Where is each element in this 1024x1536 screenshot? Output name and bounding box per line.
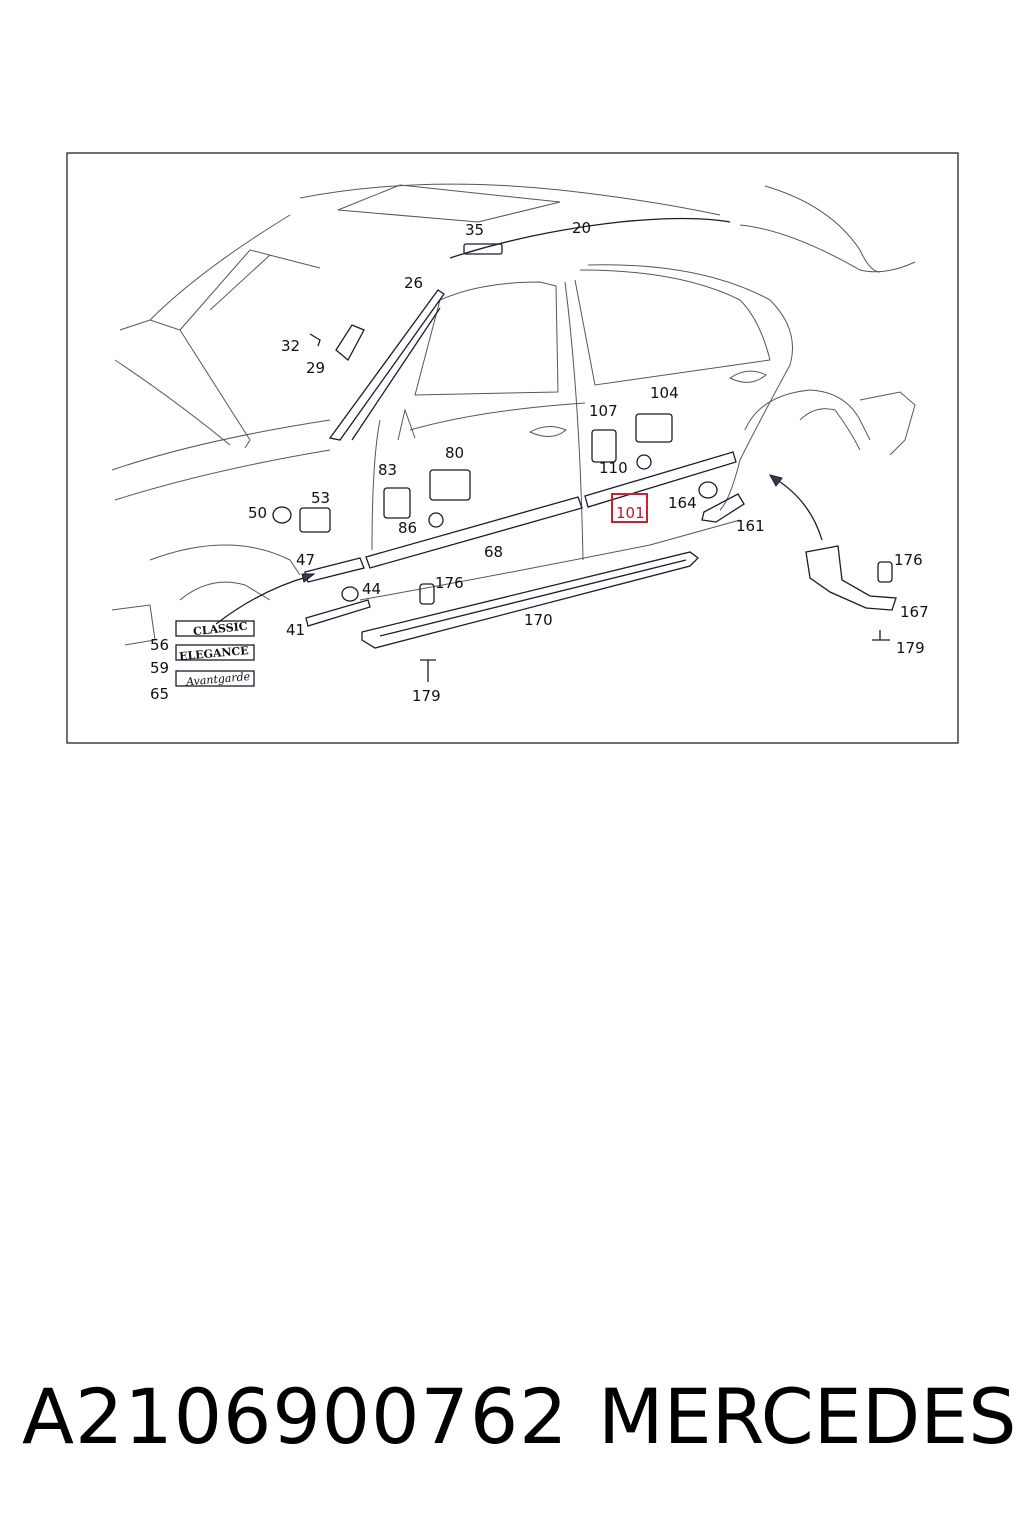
car-outline bbox=[111, 183, 916, 646]
badge-avantgarde-text: Avantgarde bbox=[185, 670, 252, 689]
strip-41-part bbox=[305, 599, 371, 627]
callout-86[interactable]: 86 bbox=[398, 519, 417, 537]
badge-elegance-plate bbox=[175, 644, 255, 661]
callout-59[interactable]: 59 bbox=[150, 659, 169, 677]
clip-44-part bbox=[341, 586, 359, 602]
callout-110[interactable]: 110 bbox=[599, 459, 628, 477]
arrow-to-161 bbox=[773, 477, 823, 541]
brand-name: MERCEDES bbox=[598, 1372, 1017, 1461]
clip-104-part bbox=[635, 413, 673, 443]
clip-176-left-part bbox=[419, 583, 435, 605]
clip-164-part bbox=[698, 481, 718, 499]
callout-161[interactable]: 161 bbox=[736, 517, 765, 535]
callout-32[interactable]: 32 bbox=[281, 337, 300, 355]
clip-80-part bbox=[429, 469, 471, 501]
badge-classic-plate bbox=[175, 620, 255, 637]
callout-164[interactable]: 164 bbox=[668, 494, 697, 512]
callout-80[interactable]: 80 bbox=[445, 444, 464, 462]
callout-170[interactable]: 170 bbox=[524, 611, 553, 629]
diagram-frame bbox=[66, 152, 959, 744]
callout-68[interactable]: 68 bbox=[484, 543, 503, 561]
callout-20[interactable]: 20 bbox=[572, 219, 591, 237]
end-piece-161-part bbox=[701, 493, 745, 523]
sill-panel-part bbox=[361, 551, 699, 649]
arrowhead-47 bbox=[301, 573, 316, 583]
callout-50[interactable]: 50 bbox=[248, 504, 267, 522]
clip-176-right-part bbox=[877, 561, 893, 583]
badge-elegance-text: ELEGANCE bbox=[179, 644, 250, 663]
arrowhead-161 bbox=[769, 474, 783, 487]
clip-29-part bbox=[335, 324, 365, 362]
front-door-moulding-part bbox=[365, 496, 583, 569]
badge-classic-text: CLASSIC bbox=[192, 620, 248, 639]
screw-86-part bbox=[428, 512, 444, 528]
callout-26[interactable]: 26 bbox=[404, 274, 423, 292]
clip-50-part bbox=[272, 506, 292, 524]
callout-29[interactable]: 29 bbox=[306, 359, 325, 377]
bracket-167-part bbox=[805, 545, 897, 611]
screw-110-part bbox=[636, 454, 652, 470]
callout-107[interactable]: 107 bbox=[589, 402, 618, 420]
callout-176-right[interactable]: 176 bbox=[894, 551, 923, 569]
callout-41[interactable]: 41 bbox=[286, 621, 305, 639]
callout-179-right[interactable]: 179 bbox=[896, 639, 925, 657]
screw-32-part bbox=[309, 333, 321, 347]
callout-35[interactable]: 35 bbox=[465, 221, 484, 239]
callout-179-left[interactable]: 179 bbox=[412, 687, 441, 705]
callout-101-highlighted[interactable]: 101 bbox=[616, 504, 645, 522]
badge-avantgarde-plate bbox=[175, 670, 255, 687]
callout-65[interactable]: 65 bbox=[150, 685, 169, 703]
callout-83[interactable]: 83 bbox=[378, 461, 397, 479]
sill-panel-inner bbox=[379, 559, 687, 637]
callout-167[interactable]: 167 bbox=[900, 603, 929, 621]
callout-56[interactable]: 56 bbox=[150, 636, 169, 654]
callout-47[interactable]: 47 bbox=[296, 551, 315, 569]
bolt-179-left-part bbox=[420, 659, 436, 682]
callout-44[interactable]: 44 bbox=[362, 580, 381, 598]
rear-door-moulding-part bbox=[584, 451, 737, 508]
roof-moulding-part bbox=[449, 217, 731, 259]
arrow-to-47 bbox=[215, 575, 311, 625]
callout-176-left[interactable]: 176 bbox=[435, 574, 464, 592]
clip-83-part bbox=[383, 487, 411, 519]
clip-53-part bbox=[299, 507, 331, 533]
callout-53[interactable]: 53 bbox=[311, 489, 330, 507]
highlight-box-101 bbox=[611, 493, 648, 523]
a-pillar-moulding-part bbox=[328, 289, 445, 441]
clip-107-part bbox=[591, 429, 617, 463]
clip-35-part bbox=[463, 243, 503, 255]
a-pillar-moulding-inner bbox=[351, 307, 441, 441]
callout-104[interactable]: 104 bbox=[650, 384, 679, 402]
part-number: A2106900762 bbox=[22, 1372, 569, 1461]
bolt-179-right-part bbox=[872, 630, 890, 641]
